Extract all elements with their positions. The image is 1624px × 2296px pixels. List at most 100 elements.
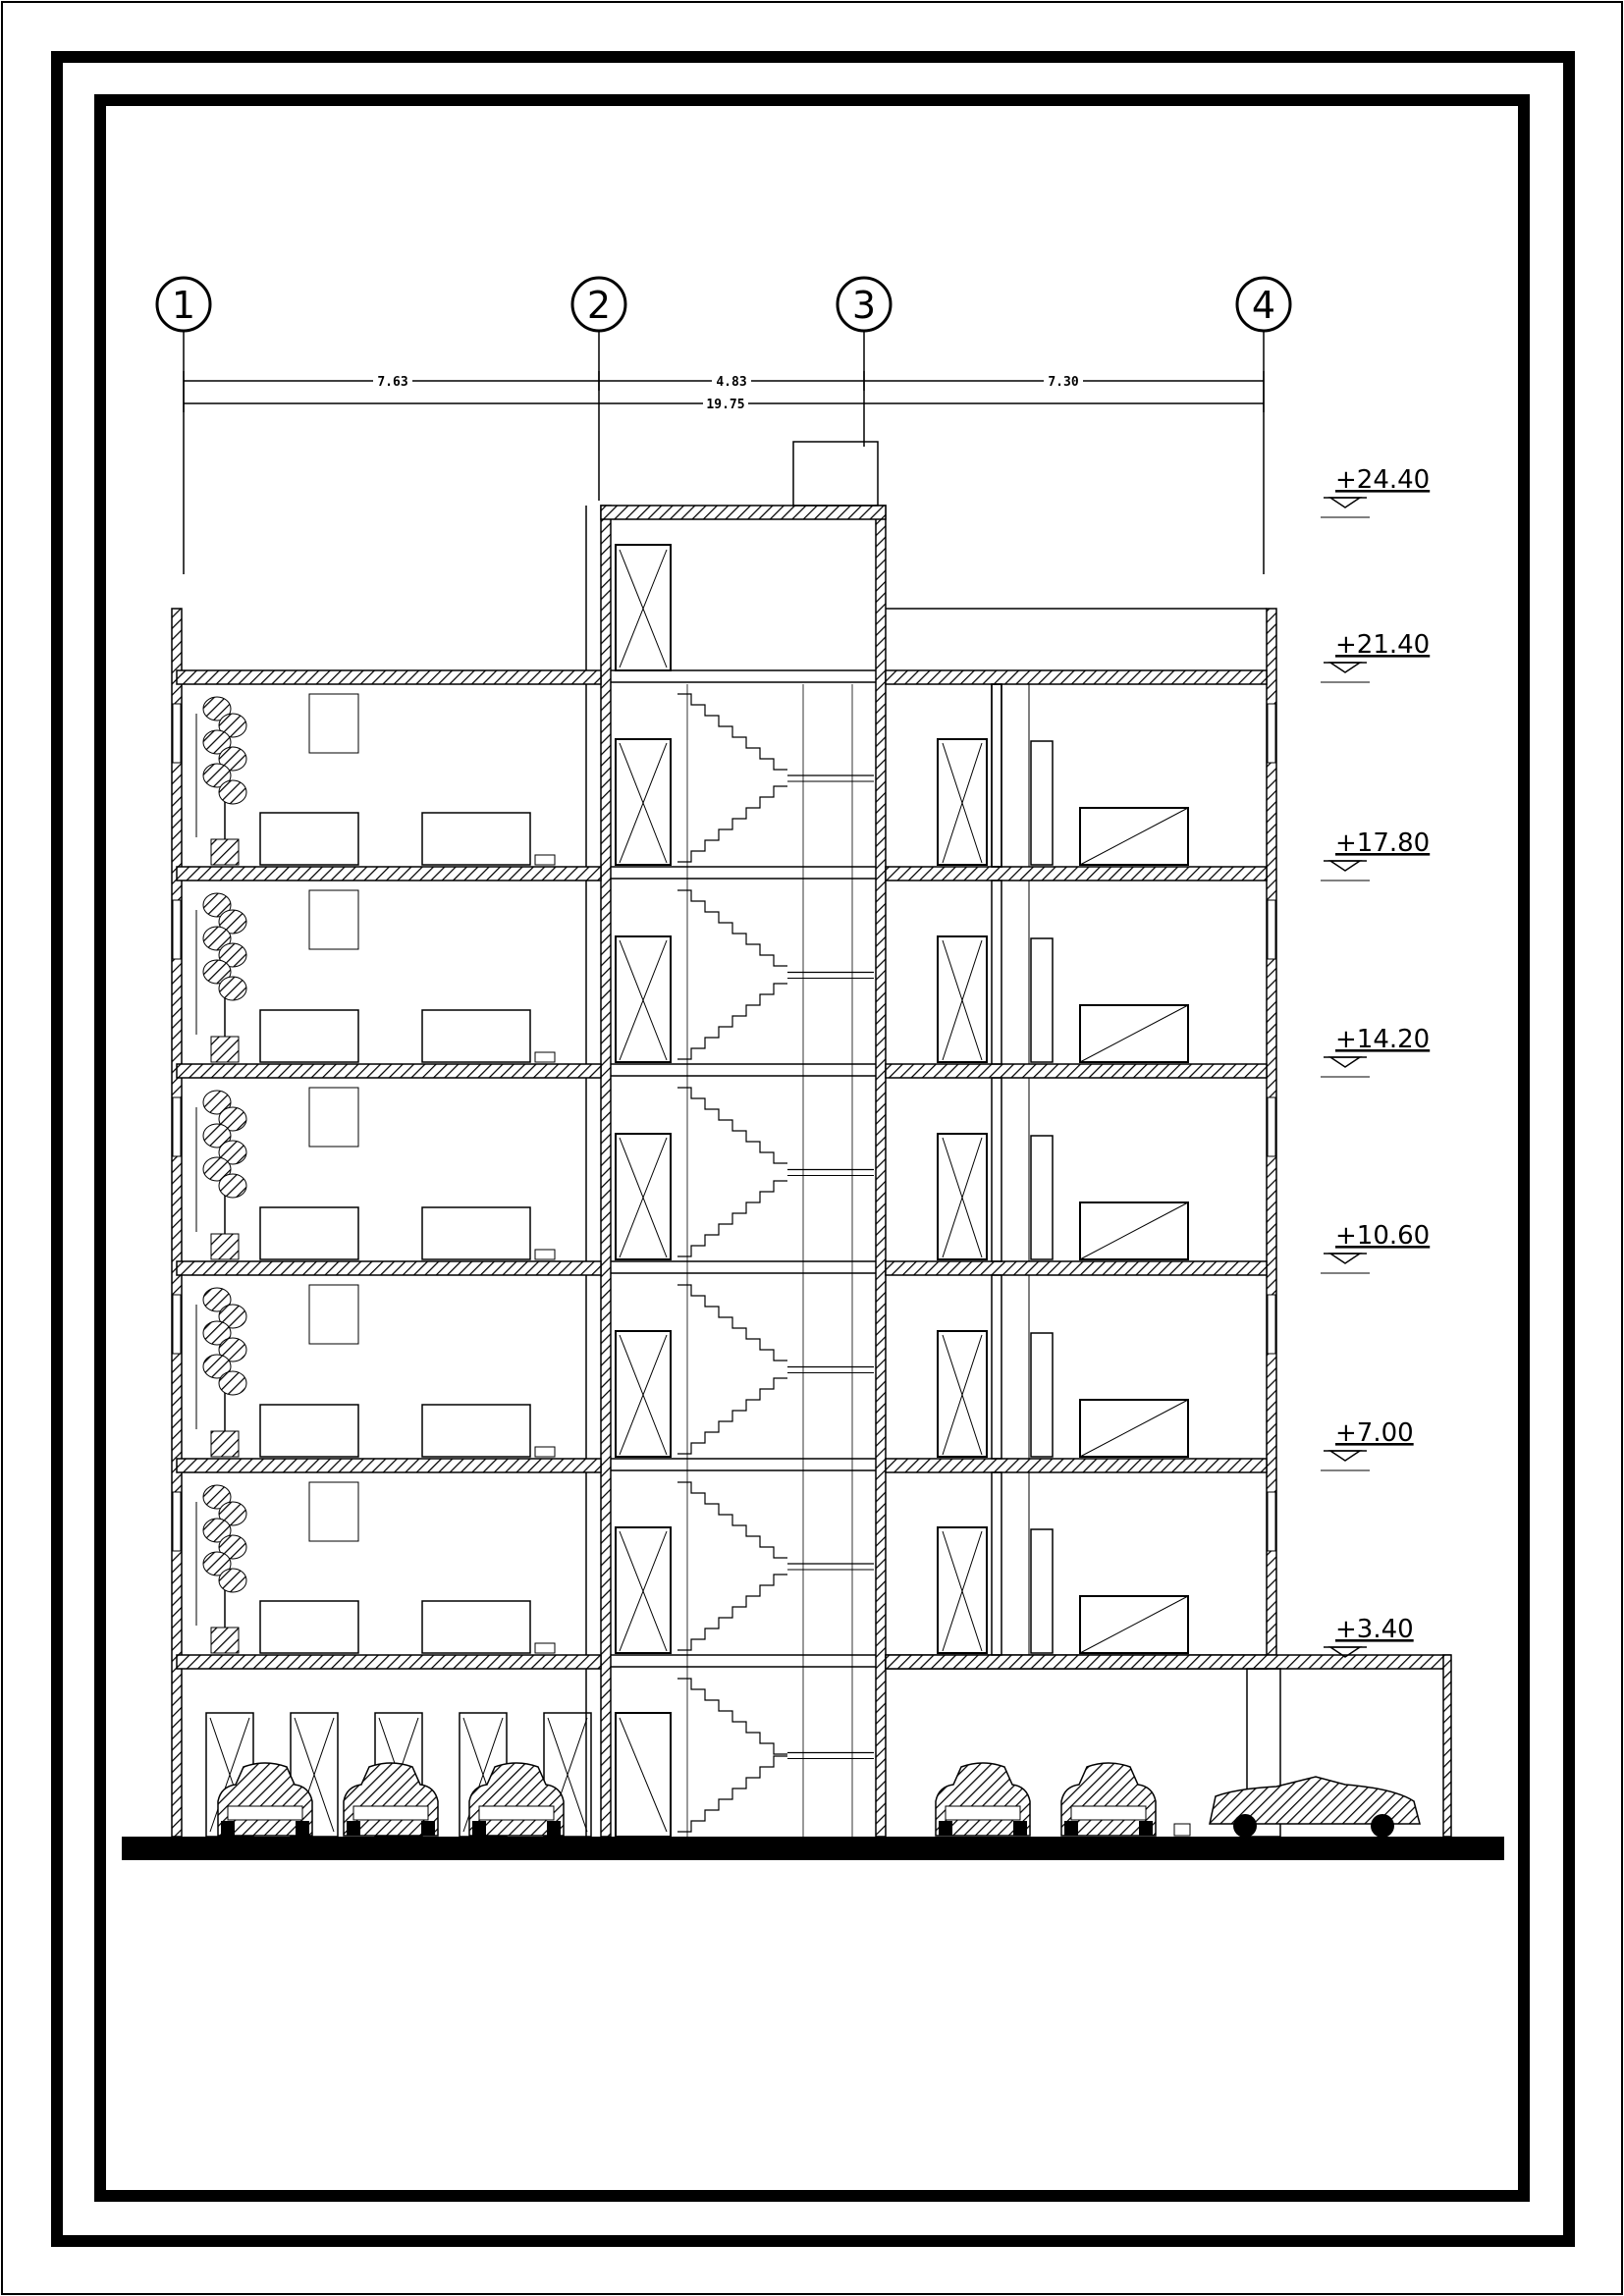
stair-flight-lower bbox=[677, 1574, 787, 1651]
roof-parapet-box bbox=[792, 441, 879, 507]
plant-foliage bbox=[202, 1551, 232, 1576]
convertible-body bbox=[1209, 1776, 1421, 1825]
interior-column bbox=[991, 880, 1002, 1065]
level-triangle bbox=[1327, 1056, 1363, 1068]
window-opening bbox=[172, 1294, 182, 1355]
level-label: +10.60 bbox=[1335, 1221, 1430, 1251]
plant-foliage bbox=[202, 892, 232, 918]
stair-tower-door-leaf bbox=[619, 549, 668, 668]
car-wheel-left bbox=[939, 1821, 952, 1836]
plant-foliage bbox=[202, 1123, 232, 1148]
interior-column bbox=[991, 683, 1002, 868]
level-marker: +17.80 bbox=[1321, 828, 1430, 881]
grid-axis-3-label: 3 bbox=[852, 284, 876, 327]
stair-flight-upper bbox=[677, 889, 787, 967]
wall-cabinet bbox=[308, 1481, 359, 1542]
unit-door bbox=[937, 935, 988, 1063]
plant-foliage bbox=[218, 1337, 247, 1362]
floor-slab-left bbox=[176, 866, 602, 881]
sofa bbox=[421, 1404, 531, 1458]
window-opening bbox=[172, 1491, 182, 1552]
sofa bbox=[421, 1206, 531, 1260]
plant-foliage bbox=[218, 1173, 247, 1199]
side-table bbox=[534, 1249, 556, 1260]
stair-door bbox=[615, 738, 672, 866]
plant-foliage bbox=[218, 746, 247, 772]
plant-foliage bbox=[218, 1304, 247, 1329]
bed-furniture bbox=[1079, 807, 1189, 866]
plant-foliage bbox=[202, 1156, 232, 1182]
plant-foliage bbox=[202, 1484, 232, 1510]
floor-slab-right bbox=[885, 866, 1268, 881]
ground-slab bbox=[122, 1837, 1504, 1860]
plant-foliage bbox=[218, 1370, 247, 1396]
stair-flight-upper bbox=[677, 1678, 787, 1755]
stair-door bbox=[615, 1133, 672, 1260]
core-wall-right bbox=[875, 505, 887, 1838]
grid-axis-2-label: 2 bbox=[587, 284, 611, 327]
car-wheel-right bbox=[1013, 1821, 1027, 1836]
floor-slab-right bbox=[885, 1260, 1268, 1276]
stair-door-leaf bbox=[619, 742, 668, 864]
plant-foliage bbox=[218, 1140, 247, 1165]
wall-cabinet bbox=[308, 889, 359, 950]
plant-pot bbox=[210, 1627, 240, 1654]
bed-furniture bbox=[1079, 1004, 1189, 1063]
level-label: +7.00 bbox=[1335, 1418, 1414, 1448]
plant-foliage bbox=[218, 1106, 247, 1132]
grid-axis-3: 3 bbox=[836, 276, 893, 447]
plant-foliage bbox=[218, 942, 247, 968]
plant-foliage bbox=[218, 976, 247, 1001]
dining-table bbox=[259, 1206, 359, 1260]
unit-door-leaf bbox=[942, 1137, 983, 1258]
stair-flight-upper bbox=[677, 1087, 787, 1164]
plant-foliage bbox=[218, 1568, 247, 1593]
convertible-wheel-front bbox=[1233, 1814, 1257, 1838]
parked-car-front-view bbox=[343, 1762, 439, 1837]
plant-foliage bbox=[202, 729, 232, 755]
dimension-span-2-3: 4.83 bbox=[716, 375, 746, 390]
grid-axis-1-label: 1 bbox=[172, 284, 195, 327]
grid-axis-2: 2 bbox=[570, 276, 627, 501]
parked-car-front-view bbox=[468, 1762, 565, 1837]
plant-foliage bbox=[218, 779, 247, 805]
plant-foliage bbox=[218, 909, 247, 934]
stair-door bbox=[615, 1526, 672, 1654]
level-triangle bbox=[1327, 860, 1363, 872]
floor-slab-right bbox=[885, 1063, 1268, 1079]
podium-end-wall bbox=[1442, 1654, 1452, 1838]
stair-flight-upper bbox=[677, 693, 787, 771]
stair-tower-roof bbox=[600, 505, 887, 520]
plant-foliage bbox=[202, 763, 232, 788]
car-grille bbox=[478, 1805, 555, 1821]
stair-door bbox=[615, 1330, 672, 1458]
floor-slab-left bbox=[176, 1063, 602, 1079]
dimension-overall: 19.75 bbox=[706, 398, 744, 412]
level-marker: +10.60 bbox=[1321, 1221, 1430, 1274]
stair-flight-lower bbox=[677, 1377, 787, 1455]
stair-door-leaf bbox=[619, 1530, 668, 1652]
interior-column bbox=[991, 1274, 1002, 1460]
grid-axis-4: 4 bbox=[1235, 276, 1292, 574]
level-triangle bbox=[1327, 497, 1363, 508]
bed-diagonal bbox=[1079, 1595, 1189, 1654]
grid-axes: 1 2 3 4 bbox=[155, 276, 1292, 574]
floor-slab-right bbox=[885, 1458, 1268, 1473]
level-label: +24.40 bbox=[1335, 465, 1430, 495]
wall-cabinet bbox=[308, 693, 359, 754]
level-label: +14.20 bbox=[1335, 1025, 1430, 1054]
plant-foliage bbox=[202, 1320, 232, 1346]
car-wheel-left bbox=[1064, 1821, 1078, 1836]
level-marker: +21.40 bbox=[1321, 630, 1430, 683]
ground-stair-door-leaf bbox=[619, 1717, 668, 1833]
floor-slab-left bbox=[176, 1458, 602, 1473]
interior-column bbox=[991, 683, 1002, 868]
plant-foliage bbox=[202, 959, 232, 985]
garage-door-leaf bbox=[209, 1717, 250, 1833]
dimension-span-1-2: 7.63 bbox=[377, 375, 407, 390]
side-table bbox=[534, 1642, 556, 1654]
level-marker: +7.00 bbox=[1321, 1418, 1414, 1471]
plant-foliage bbox=[202, 1518, 232, 1543]
stair-flight-upper bbox=[677, 1481, 787, 1559]
